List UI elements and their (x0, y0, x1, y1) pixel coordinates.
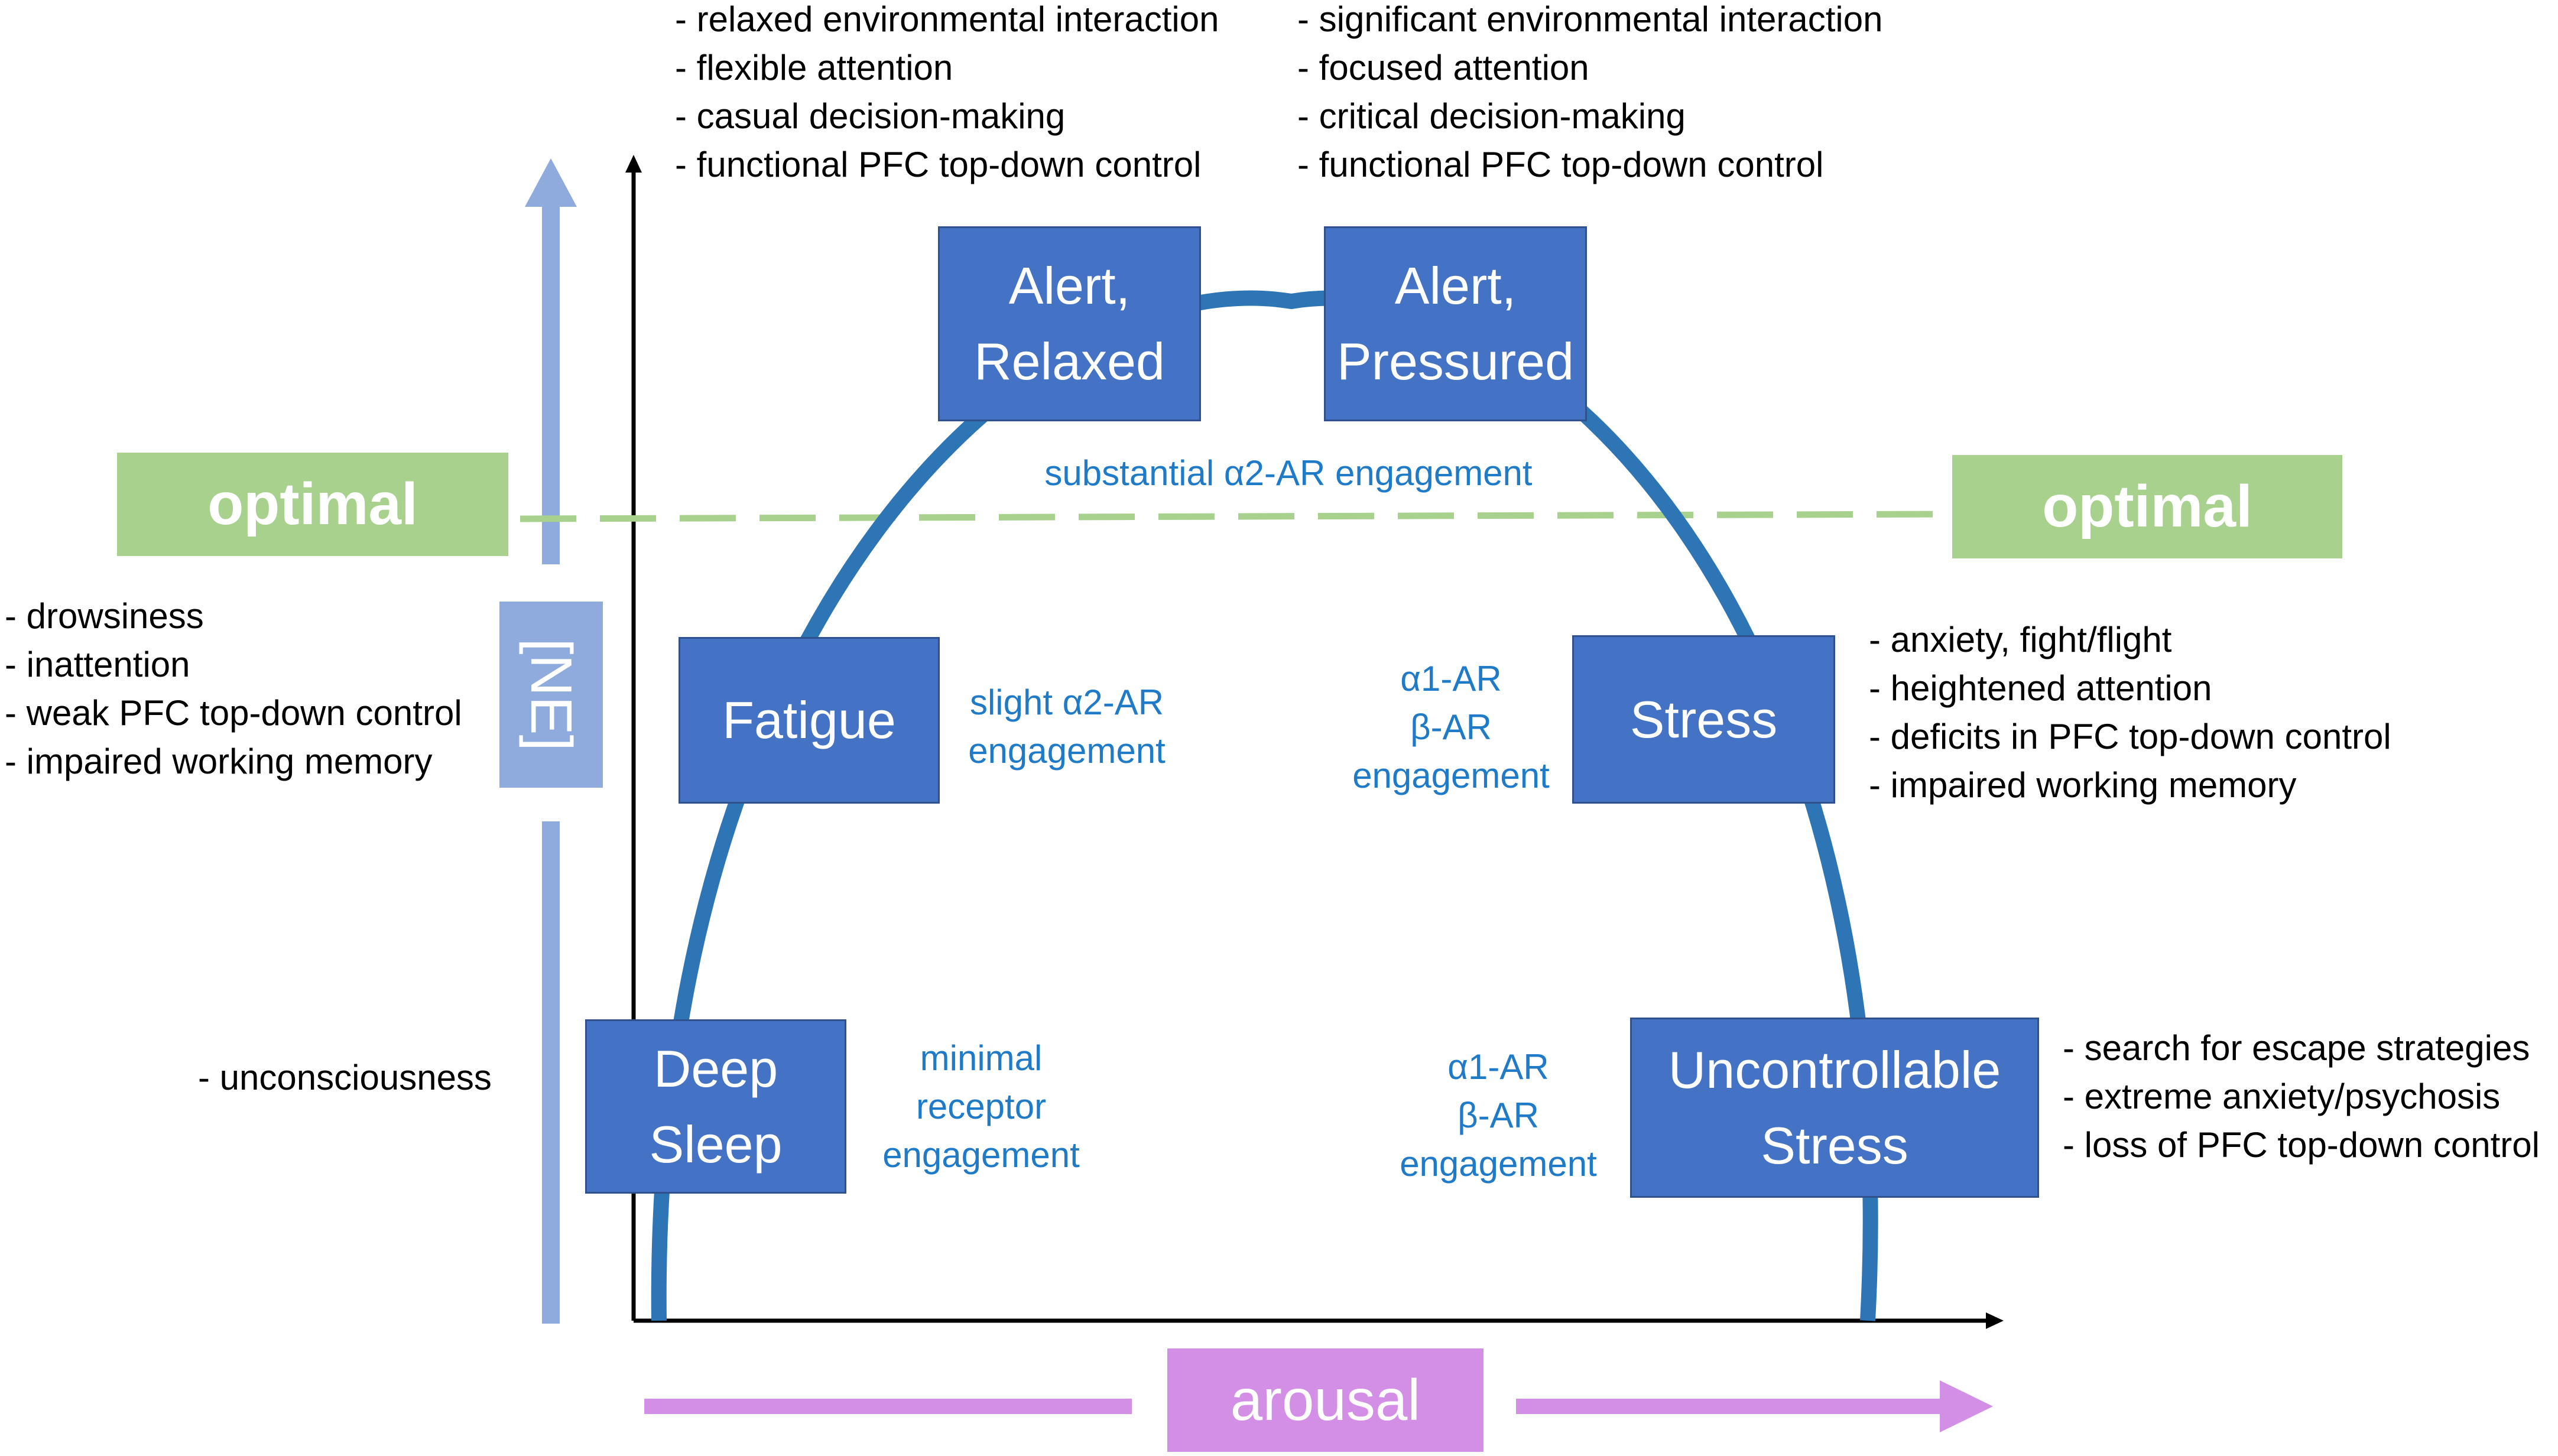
optimal-label-left: optimal (117, 453, 508, 556)
state-label-line: Alert, (1008, 256, 1131, 316)
description-item: - drowsiness (5, 596, 204, 636)
description-item: - impaired working memory (1869, 765, 2297, 805)
receptor-line: receptor (916, 1087, 1047, 1126)
description-item: - focused attention (1297, 48, 1589, 87)
receptor-slight: slight α2-AR engagement (940, 678, 1194, 775)
description-item: - extreme anxiety/psychosis (2063, 1077, 2501, 1116)
state-label-line: Stress (1629, 690, 1778, 749)
receptor-line: substantial α2-AR engagement (1044, 453, 1533, 493)
state-label-line: Pressured (1336, 332, 1575, 391)
optimal-dashed-line (520, 511, 1951, 522)
state-label-line: Uncontrollable (1668, 1040, 2001, 1099)
description-item: - impaired working memory (5, 742, 433, 781)
description-sleep: - unconsciousness (198, 1054, 492, 1102)
description-item: - weak PFC top-down control (5, 693, 462, 733)
description-item: - search for escape strategies (2063, 1028, 2530, 1068)
receptor-line: slight α2-AR (969, 682, 1164, 722)
x-axis-arrowhead (1986, 1312, 2004, 1329)
description-item: - significant environmental interaction (1297, 0, 1883, 39)
state-label-line: Fatigue (722, 691, 896, 750)
description-item: - deficits in PFC top-down control (1869, 717, 2391, 756)
description-stress: - anxiety, fight/flight - heightened att… (1869, 616, 2391, 810)
receptor-minimal: minimal receptor engagement (860, 1034, 1102, 1179)
description-item: - unconsciousness (198, 1058, 492, 1097)
state-label-line: Deep (653, 1039, 778, 1098)
receptor-line: engagement (1352, 756, 1550, 795)
ne-axis-arrowhead (525, 158, 577, 207)
state-label-line: Alert, (1394, 256, 1517, 316)
ne-axis-label: [NE] (499, 602, 603, 788)
description-item: - anxiety, fight/flight (1869, 620, 2172, 659)
arousal-axis-arrowhead (1940, 1380, 1993, 1432)
ne-axis-text: [NE] (519, 638, 584, 751)
description-item: - functional PFC top-down control (675, 145, 1202, 184)
description-fatigue: - drowsiness - inattention - weak PFC to… (5, 592, 462, 786)
description-relaxed: - relaxed environmental interaction - fl… (675, 0, 1219, 189)
receptor-line: engagement (968, 731, 1166, 771)
description-uncontrollable: - search for escape strategies - extreme… (2063, 1024, 2540, 1169)
state-label-line: Relaxed (974, 332, 1165, 391)
arousal-axis-label: arousal (1167, 1348, 1483, 1452)
receptor-substantial: substantial α2-AR engagement (972, 449, 1605, 498)
state-uncontrollable-stress: Uncontrollable Stress (1630, 1018, 2039, 1198)
state-stress: Stress (1572, 635, 1835, 804)
receptor-line: minimal (920, 1038, 1043, 1078)
state-alert-pressured: Alert, Pressured (1324, 226, 1587, 421)
description-item: - loss of PFC top-down control (2063, 1125, 2540, 1165)
receptor-line: α1-AR (1400, 659, 1502, 698)
state-alert-relaxed: Alert, Relaxed (938, 226, 1201, 421)
receptor-line: α1-AR (1447, 1047, 1549, 1087)
state-label-line: Sleep (649, 1114, 783, 1174)
receptor-line: β-AR (1457, 1096, 1539, 1135)
description-item: - flexible attention (675, 48, 953, 87)
description-item: - functional PFC top-down control (1297, 145, 1824, 184)
description-item: - critical decision-making (1297, 96, 1686, 136)
state-fatigue: Fatigue (679, 637, 940, 804)
state-label-line: Stress (1761, 1116, 1908, 1175)
state-deep-sleep: Deep Sleep (585, 1019, 846, 1194)
receptor-alpha1-beta-upper: α1-AR β-AR engagement (1330, 655, 1572, 800)
receptor-line: engagement (882, 1135, 1080, 1175)
description-item: - heightened attention (1869, 668, 2212, 708)
y-axis-arrowhead (625, 155, 642, 173)
description-pressured: - significant environmental interaction … (1297, 0, 1883, 189)
description-item: - relaxed environmental interaction (675, 0, 1219, 39)
description-item: - inattention (5, 645, 190, 684)
receptor-line: β-AR (1410, 707, 1492, 747)
receptor-alpha1-beta-lower: α1-AR β-AR engagement (1377, 1043, 1619, 1188)
receptor-line: engagement (1400, 1144, 1597, 1184)
optimal-label-right: optimal (1952, 455, 2342, 558)
description-item: - casual decision-making (675, 96, 1066, 136)
